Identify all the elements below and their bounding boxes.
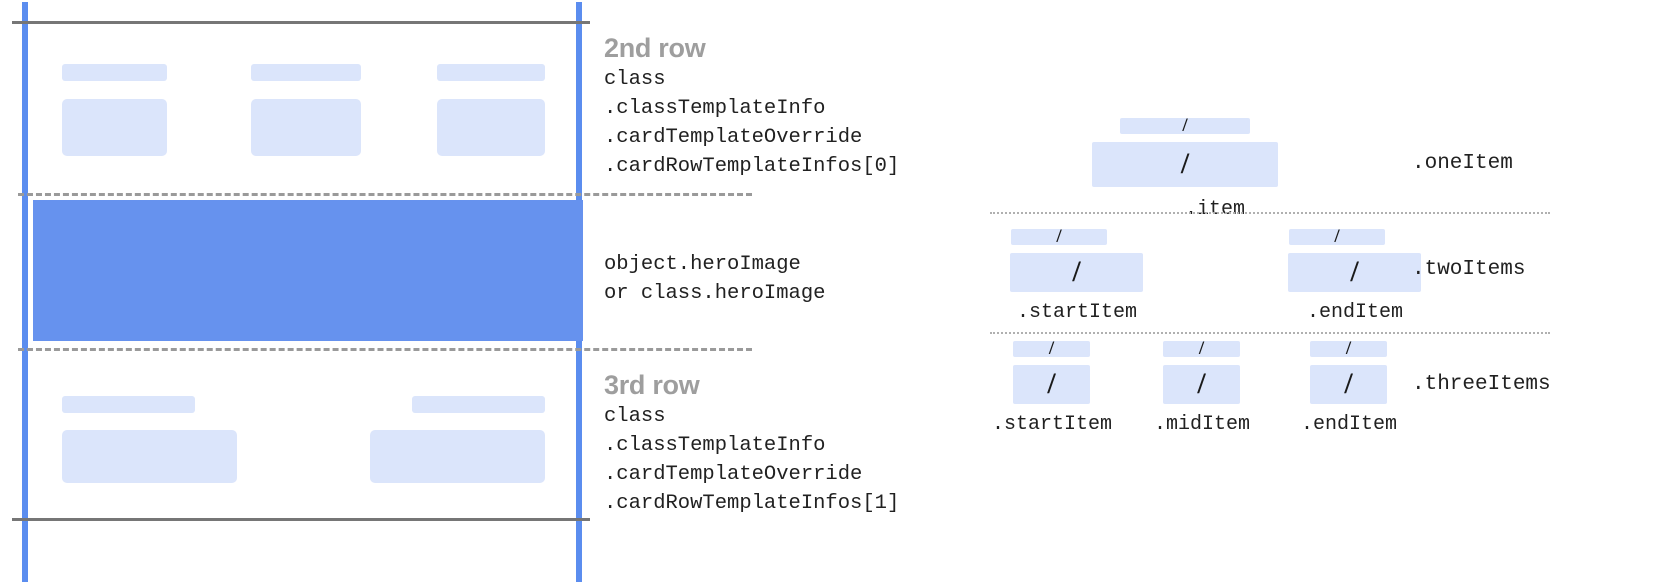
annotation-code-line: class [604, 405, 666, 428]
spec-column-label: .endItem [1300, 413, 1397, 436]
slash-icon: / [1048, 337, 1055, 359]
annotation-second-row: 2nd row class .classTemplateInfo .cardTe… [604, 31, 899, 181]
spec-column-label: .startItem [1016, 301, 1138, 324]
placeholder-title [251, 64, 361, 81]
slash-icon: / [1056, 225, 1062, 247]
spec-column: / / .startItem [1010, 225, 1143, 324]
spec-bar-small: / [1120, 114, 1250, 136]
card-top-border [12, 21, 590, 24]
spec-divider [990, 212, 1550, 214]
card-bottom-border [12, 518, 590, 521]
annotation-code-line: class [604, 68, 666, 91]
annotation-code-line: object.heroImage [604, 253, 801, 276]
row-divider-bottom [18, 348, 752, 351]
placeholder-body [251, 99, 361, 156]
slash-icon: / [1182, 114, 1188, 136]
spec-bar-large: / [1010, 253, 1143, 292]
hero-image-band [33, 200, 583, 341]
slash-icon: / [1350, 254, 1359, 288]
annotation-code-line: .cardTemplateOverride [604, 463, 863, 486]
annotation-third-row: 3rd row class .classTemplateInfo .cardTe… [604, 368, 899, 518]
slash-icon: / [1198, 337, 1205, 359]
spec-column-label: .startItem [991, 413, 1113, 436]
placeholder-body [62, 99, 167, 156]
card-wireframe-panel [0, 0, 752, 584]
spec-group-label: .threeItems [1412, 373, 1551, 396]
annotation-code-line: or class.heroImage [604, 282, 826, 305]
row-divider-top [18, 193, 752, 196]
left-guide-line [22, 2, 28, 582]
slash-icon: / [1072, 254, 1081, 288]
spec-divider [990, 332, 1550, 334]
placeholder-title [62, 396, 195, 413]
slash-icon: / [1047, 366, 1056, 400]
annotation-hero-image: object.heroImage or class.heroImage [604, 250, 825, 308]
placeholder-body [62, 430, 237, 483]
slash-icon: / [1334, 225, 1340, 247]
spec-column-label: .midItem [1153, 413, 1250, 436]
spec-column: / / .item [1092, 114, 1278, 221]
spec-bar-large: / [1163, 365, 1240, 404]
spec-column-label: .endItem [1306, 301, 1403, 324]
spec-bar-large: / [1013, 365, 1090, 404]
annotation-code-line: .cardRowTemplateInfos[0] [604, 155, 900, 178]
placeholder-body [370, 430, 545, 483]
item-layout-spec: / / .item .oneItem / / .startItem [975, 0, 1676, 584]
spec-column: / / .midItem [1154, 337, 1250, 437]
spec-bar-large: / [1288, 253, 1421, 292]
annotation-heading: 2nd row [604, 33, 706, 63]
spec-group-label: .twoItems [1412, 258, 1526, 281]
placeholder-title [62, 64, 167, 81]
spec-bar-large: / [1310, 365, 1387, 404]
placeholder-body [437, 99, 545, 156]
spec-bar-small: / [1289, 225, 1385, 247]
spec-group-label: .oneItem [1412, 152, 1513, 175]
spec-bar-large: / [1092, 142, 1278, 187]
spec-bar-small: / [1310, 337, 1387, 359]
spec-column: / / .startItem [992, 337, 1112, 437]
slash-icon: / [1345, 337, 1352, 359]
spec-column-label: .item [1184, 198, 1245, 221]
spec-column: / / .endItem [1288, 225, 1421, 324]
spec-bar-small: / [1013, 337, 1090, 359]
spec-bar-small: / [1163, 337, 1240, 359]
placeholder-title [412, 396, 545, 413]
annotation-code-line: .cardRowTemplateInfos[1] [604, 492, 900, 515]
placeholder-title [437, 64, 545, 81]
annotation-code-line: .classTemplateInfo [604, 97, 826, 120]
spec-bar-small: / [1011, 225, 1107, 247]
annotation-code-line: .classTemplateInfo [604, 434, 826, 457]
slash-icon: / [1344, 366, 1353, 400]
spec-column: / / .endItem [1301, 337, 1397, 437]
slash-icon: / [1197, 366, 1206, 400]
annotation-code-line: .cardTemplateOverride [604, 126, 863, 149]
annotation-heading: 3rd row [604, 370, 700, 400]
slash-icon: / [1180, 146, 1190, 180]
